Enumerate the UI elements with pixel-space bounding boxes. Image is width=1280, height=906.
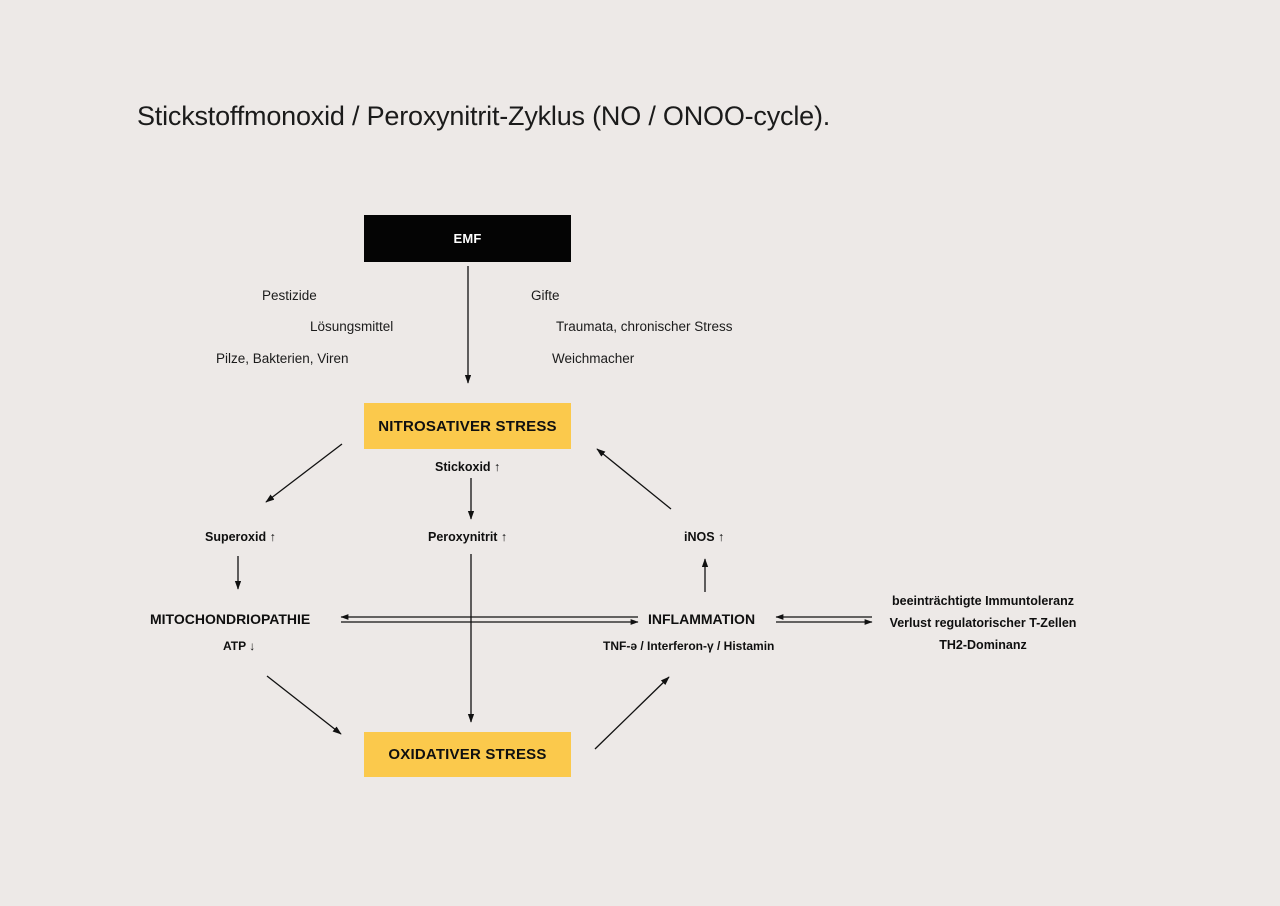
source-label-pilze-bakterien-viren: Pilze, Bakterien, Viren <box>216 351 349 366</box>
source-label-pestizide: Pestizide <box>262 288 317 303</box>
node-cytokines: TNF-ə / Interferon-γ / Histamin <box>603 639 775 653</box>
immune-effect-item: TH2-Dominanz <box>939 638 1027 652</box>
node-emf-label: EMF <box>453 231 482 246</box>
node-nitrosativer-stress[interactable]: NITROSATIVER STRESS <box>364 403 571 449</box>
page-title: Stickstoffmonoxid / Peroxynitrit-Zyklus … <box>137 101 831 131</box>
node-inos: iNOS ↑ <box>684 530 725 544</box>
source-label-gifte: Gifte <box>531 288 560 303</box>
source-label-traumata: Traumata, chronischer Stress <box>556 319 733 334</box>
node-inflammation: INFLAMMATION <box>648 611 756 627</box>
source-label-loesungsmittel: Lösungsmittel <box>310 319 394 334</box>
node-oxidativer-stress-label: OXIDATIVER STRESS <box>388 746 547 763</box>
immune-effect-item: beeinträchtigte Immuntoleranz <box>892 594 1074 608</box>
immune-effect-item: Verlust regulatorischer T-Zellen <box>889 616 1077 630</box>
arrow-mitochondriopathie-to-oxidative <box>266 675 342 735</box>
arrow-nitrosative-to-superoxid <box>265 443 343 503</box>
immune-effects-block: beeinträchtigte Immuntoleranz Verlust re… <box>878 590 1088 656</box>
node-emf[interactable]: EMF <box>364 215 571 262</box>
node-stickoxid: Stickoxid ↑ <box>435 460 501 474</box>
node-atp: ATP ↓ <box>223 639 256 653</box>
node-nitrosativer-stress-label: NITROSATIVER STRESS <box>378 417 557 435</box>
arrow-oxidative-to-inflammation <box>594 676 670 750</box>
node-mitochondriopathie: MITOCHONDRIOPATHIE <box>150 611 311 627</box>
node-superoxid: Superoxid ↑ <box>205 530 276 544</box>
node-oxidativer-stress[interactable]: OXIDATIVER STRESS <box>364 732 571 777</box>
node-peroxynitrit: Peroxynitrit ↑ <box>428 530 508 544</box>
arrow-inos-to-nitrosative <box>596 448 672 510</box>
source-label-weichmacher: Weichmacher <box>552 351 635 366</box>
